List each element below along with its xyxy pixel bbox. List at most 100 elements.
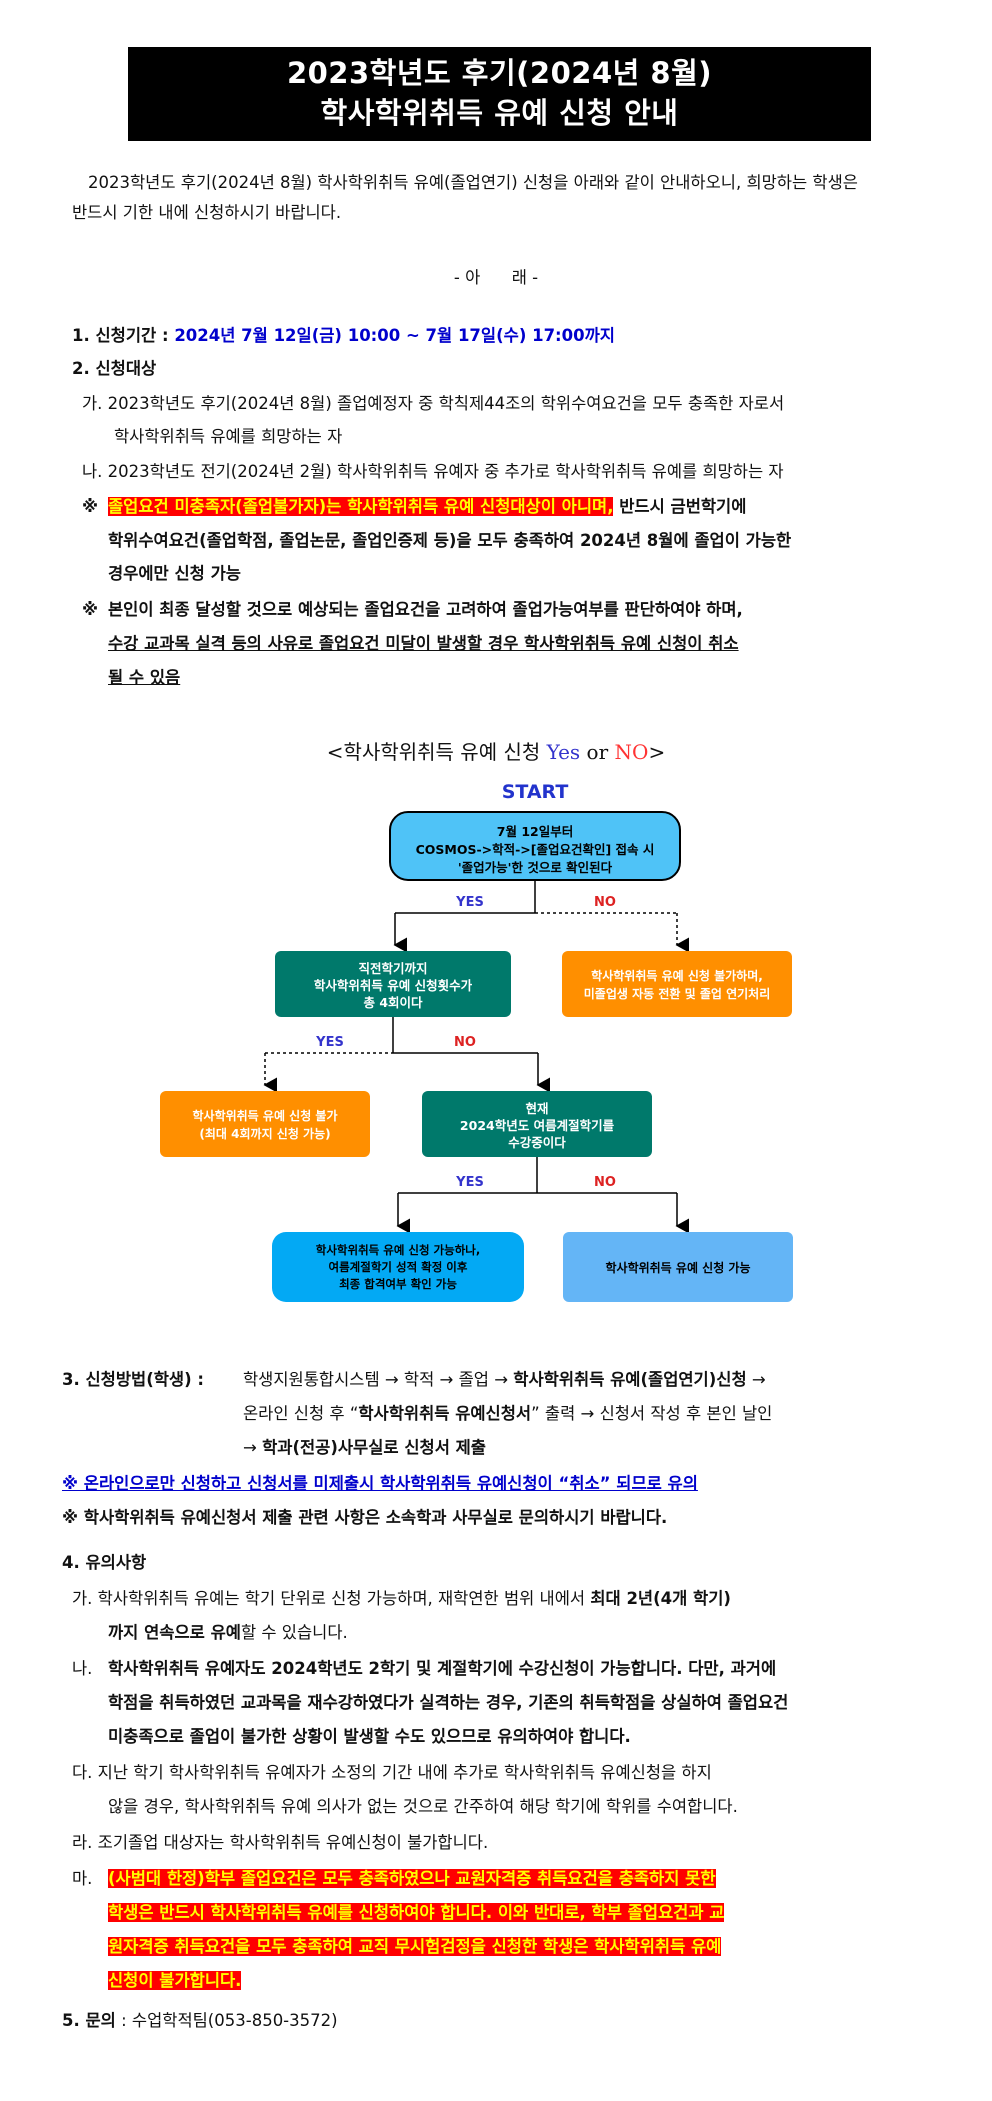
section2-note1-rest: 반드시 금번학기에 bbox=[613, 497, 747, 516]
section2-label: 2. 신청대상 bbox=[72, 359, 157, 378]
flow-box6-line1: 학사학위취득 유예 신청 가능하나, bbox=[316, 1243, 481, 1257]
section2-note1-mark: ※ bbox=[82, 497, 99, 516]
title-line-2: 학사학위취득 유예 신청 안내 bbox=[320, 96, 679, 130]
flow-box2-line1: 직전학기까지 bbox=[358, 961, 427, 976]
section1-value: 2024년 7월 12일(금) 10:00 ~ 7월 17일(수) 17:00까… bbox=[174, 326, 615, 345]
section4-label: 4. 유의사항 bbox=[62, 1553, 147, 1572]
flow-box5-line2: 2024학년도 여름계절학기를 bbox=[460, 1118, 615, 1133]
flow-box-limit-reached bbox=[160, 1091, 370, 1157]
flow-yes-label: YES bbox=[455, 1175, 484, 1190]
section5-value: : 수업학적팀(053-850-3572) bbox=[115, 2011, 338, 2030]
section1-label: 1. 신청기간 : bbox=[72, 326, 169, 345]
section4-ma-mark: 마. bbox=[72, 1869, 93, 1888]
section3-note2: ※ 학사학위취득 유예신청서 제출 관련 사항은 소속학과 사무실로 문의하시기… bbox=[62, 1508, 668, 1527]
section3-line1-c: → bbox=[746, 1370, 766, 1389]
section4-na-line2: 학점을 취득하였던 교과목을 재수강하였다가 실격하는 경우, 기존의 취득학점… bbox=[108, 1693, 789, 1712]
section3-line1-b: 학사학위취득 유예(졸업연기)신청 bbox=[513, 1370, 747, 1389]
section2-note2-line1: 본인이 최종 달성할 것으로 예상되는 졸업요건을 고려하여 졸업가능여부를 판… bbox=[108, 600, 743, 619]
section4-ma-line3-text: 원자격증 취득요건을 모두 충족하여 교직 무시험검정을 신청한 학생은 학사학… bbox=[108, 1937, 722, 1956]
section3-line1-a: 학생지원통합시스템 → 학적 → 졸업 → bbox=[243, 1370, 514, 1389]
section4-ra: 라. 조기졸업 대상자는 학사학위취득 유예신청이 불가합니다. bbox=[72, 1833, 489, 1852]
flow-no-label: NO bbox=[594, 1175, 616, 1190]
flow-yes-label: YES bbox=[315, 1035, 344, 1050]
flow-no-label: NO bbox=[594, 895, 616, 910]
section2-note1-line3: 경우에만 신청 가능 bbox=[108, 564, 241, 583]
flow-box3-line2: 미졸업생 자동 전환 및 졸업 연기처리 bbox=[584, 986, 771, 1001]
flow-box4-line1: 학사학위취득 유예 신청 불가 bbox=[192, 1108, 337, 1123]
flow-box5-line1: 현재 bbox=[525, 1101, 548, 1116]
section4-ga-a: 가. 학사학위취득 유예는 학기 단위로 신청 가능하며, 재학연한 범위 내에… bbox=[72, 1589, 591, 1608]
flow-box-conditional-eligible bbox=[272, 1232, 524, 1302]
section4-ma-line1: (사범대 한정)학부 졸업요건은 모두 충족하였으나 교원자격증 취득요건을 충… bbox=[108, 1866, 716, 1891]
flow-no-label: NO bbox=[454, 1035, 476, 1050]
section4-ga-l2-c: 할 수 있습니다. bbox=[240, 1623, 348, 1642]
section2-note2-line2: 수강 교과목 실격 등의 사유로 졸업요건 미달이 발생할 경우 학사학위취득 … bbox=[108, 634, 739, 653]
section3-line2-a: 온라인 신청 후 “ bbox=[243, 1404, 359, 1423]
section5-contact: 5. 문의 : 수업학적팀(053-850-3572) bbox=[62, 2008, 338, 2033]
intro-line-1: 2023학년도 후기(2024년 8월) 학사학위취득 유예(졸업연기) 신청을… bbox=[88, 173, 858, 192]
section5-label: 5. 문의 bbox=[62, 2011, 116, 2030]
section3-line2: 온라인 신청 후 “학사학위취득 유예신청서” 출력 → 신청서 작성 후 본인… bbox=[243, 1401, 772, 1426]
flowchart-title-no: NO bbox=[614, 740, 649, 764]
flowchart-title-yes: Yes bbox=[546, 740, 581, 764]
section4-ma-line4: 신청이 불가합니다. bbox=[108, 1968, 242, 1993]
section4-na-mark: 나. bbox=[72, 1659, 93, 1678]
section2-note2-line3: 될 수 있음 bbox=[108, 668, 181, 687]
flowchart-title-post: > bbox=[648, 740, 666, 764]
section3-line3-b: 학과(전공)사무실로 신청서 제출 bbox=[262, 1438, 486, 1457]
flow-box1-line3: '졸업가능'한 것으로 확인된다 bbox=[458, 860, 613, 875]
section2-note2-mark: ※ bbox=[82, 600, 99, 619]
section4-ma-line4-text: 신청이 불가합니다. bbox=[108, 1971, 242, 1990]
flow-box-summer-session bbox=[422, 1091, 652, 1157]
section4-na-line1: 학사학위취득 유예자도 2024학년도 2학기 및 계절학기에 수강신청이 가능… bbox=[108, 1659, 777, 1678]
section2-note1-line2: 학위수여요건(졸업학점, 졸업논문, 졸업인증제 등)을 모두 충족하여 202… bbox=[108, 531, 792, 550]
intro-line-2: 반드시 기한 내에 신청하시기 바랍니다. bbox=[72, 203, 342, 222]
flowchart-title-or: or bbox=[580, 740, 615, 764]
section4-ma-line1-text: (사범대 한정)학부 졸업요건은 모두 충족하였으나 교원자격증 취득요건을 충… bbox=[108, 1869, 716, 1888]
section1-period: 1. 신청기간 : 2024년 7월 12일(금) 10:00 ~ 7월 17일… bbox=[72, 323, 615, 348]
section4-da-line2: 않을 경우, 학사학위취득 유예 의사가 없는 것으로 간주하여 해당 학기에 … bbox=[108, 1797, 738, 1816]
section4-da-line1: 다. 지난 학기 학사학위취득 유예자가 소정의 기간 내에 추가로 학사학위취… bbox=[72, 1763, 712, 1782]
flow-start-label: START bbox=[502, 781, 569, 803]
flow-box-not-eligible bbox=[562, 951, 792, 1017]
flow-yes-label: YES bbox=[455, 895, 484, 910]
flowchart-title-pre: <학사학위취득 유예 신청 bbox=[326, 740, 547, 764]
section3-line1: 학생지원통합시스템 → 학적 → 졸업 → 학사학위취득 유예(졸업연기)신청 … bbox=[243, 1367, 766, 1392]
flow-box6-line3: 최종 합격여부 확인 가능 bbox=[339, 1277, 457, 1291]
flow-box6-line2: 여름계절학기 성적 확정 이후 bbox=[329, 1260, 468, 1274]
title-line-1: 2023학년도 후기(2024년 8월) bbox=[286, 56, 713, 90]
section4-na-line3: 미충족으로 졸업이 불가한 상황이 발생할 수도 있으므로 유의하여야 합니다. bbox=[108, 1727, 631, 1746]
section4-ga-b: 최대 2년(4개 학기) bbox=[590, 1589, 731, 1608]
section2-note1-highlight: 졸업요건 미충족자(졸업불가자)는 학사학위취득 유예 신청대상이 아니며, bbox=[108, 497, 614, 516]
flowchart-title: <학사학위취득 유예 신청 Yes or NO> bbox=[0, 736, 992, 765]
flow-box3-line1: 학사학위취득 유예 신청 불가하며, bbox=[591, 968, 763, 983]
section3-note1: ※ 온라인으로만 신청하고 신청서를 미제출시 학사학위취득 유예신청이 “취소… bbox=[62, 1474, 698, 1493]
flow-box2-line2: 학사학위취득 유예 신청횟수가 bbox=[314, 978, 473, 993]
section3-line2-b: 학사학위취득 유예신청서 bbox=[358, 1404, 532, 1423]
section2-na: 나. 2023학년도 전기(2024년 2월) 학사학위취득 유예자 중 추가로… bbox=[82, 462, 784, 481]
flow-box-apply-count bbox=[275, 951, 511, 1017]
section3-line3: → 학과(전공)사무실로 신청서 제출 bbox=[243, 1435, 486, 1460]
section4-ma-line3: 원자격증 취득요건을 모두 충족하여 교직 무시험검정을 신청한 학생은 학사학… bbox=[108, 1934, 722, 1959]
section2-ga-line2: 학사학위취득 유예를 희망하는 자 bbox=[114, 427, 343, 446]
section2-ga-line1: 가. 2023학년도 후기(2024년 8월) 졸업예정자 중 학칙제44조의 … bbox=[82, 394, 785, 413]
section2-note1-line1: 졸업요건 미충족자(졸업불가자)는 학사학위취득 유예 신청대상이 아니며, 반… bbox=[108, 494, 746, 519]
section4-ma-line2-text: 학생은 반드시 학사학위취득 유예를 신청하여야 합니다. 이와 반대로, 학부… bbox=[108, 1903, 725, 1922]
section4-ga-line1: 가. 학사학위취득 유예는 학기 단위로 신청 가능하며, 재학연한 범위 내에… bbox=[72, 1586, 731, 1611]
page-title: 2023학년도 후기(2024년 8월) 학사학위취득 유예 신청 안내 bbox=[128, 47, 871, 141]
flow-box7-text: 학사학위취득 유예 신청 가능 bbox=[605, 1260, 750, 1275]
section3-line3-a: → bbox=[243, 1438, 263, 1457]
flowchart: START 7월 12일부터 COSMOS->학적->[졸업요건확인] 접속 시… bbox=[160, 781, 793, 1302]
flow-box1-line2: COSMOS->학적->[졸업요건확인] 접속 시 bbox=[416, 842, 655, 857]
flow-box5-line3: 수강중이다 bbox=[508, 1135, 566, 1150]
section3-line2-c: ” 출력 → 신청서 작성 후 본인 날인 bbox=[531, 1404, 773, 1423]
section4-ga-l2-b: 까지 연속으로 유예 bbox=[108, 1623, 241, 1642]
below-heading: - 아 래 - bbox=[453, 268, 539, 287]
section3-label: 3. 신청방법(학생) : bbox=[62, 1370, 204, 1389]
flow-box2-line3: 총 4회이다 bbox=[363, 995, 423, 1010]
section4-ga-line2: 까지 연속으로 유예할 수 있습니다. bbox=[108, 1620, 348, 1645]
section4-ma-line2: 학생은 반드시 학사학위취득 유예를 신청하여야 합니다. 이와 반대로, 학부… bbox=[108, 1900, 725, 1925]
flow-box-eligible bbox=[563, 1232, 793, 1302]
flow-box4-line2: (최대 4회까지 신청 가능) bbox=[199, 1126, 330, 1141]
